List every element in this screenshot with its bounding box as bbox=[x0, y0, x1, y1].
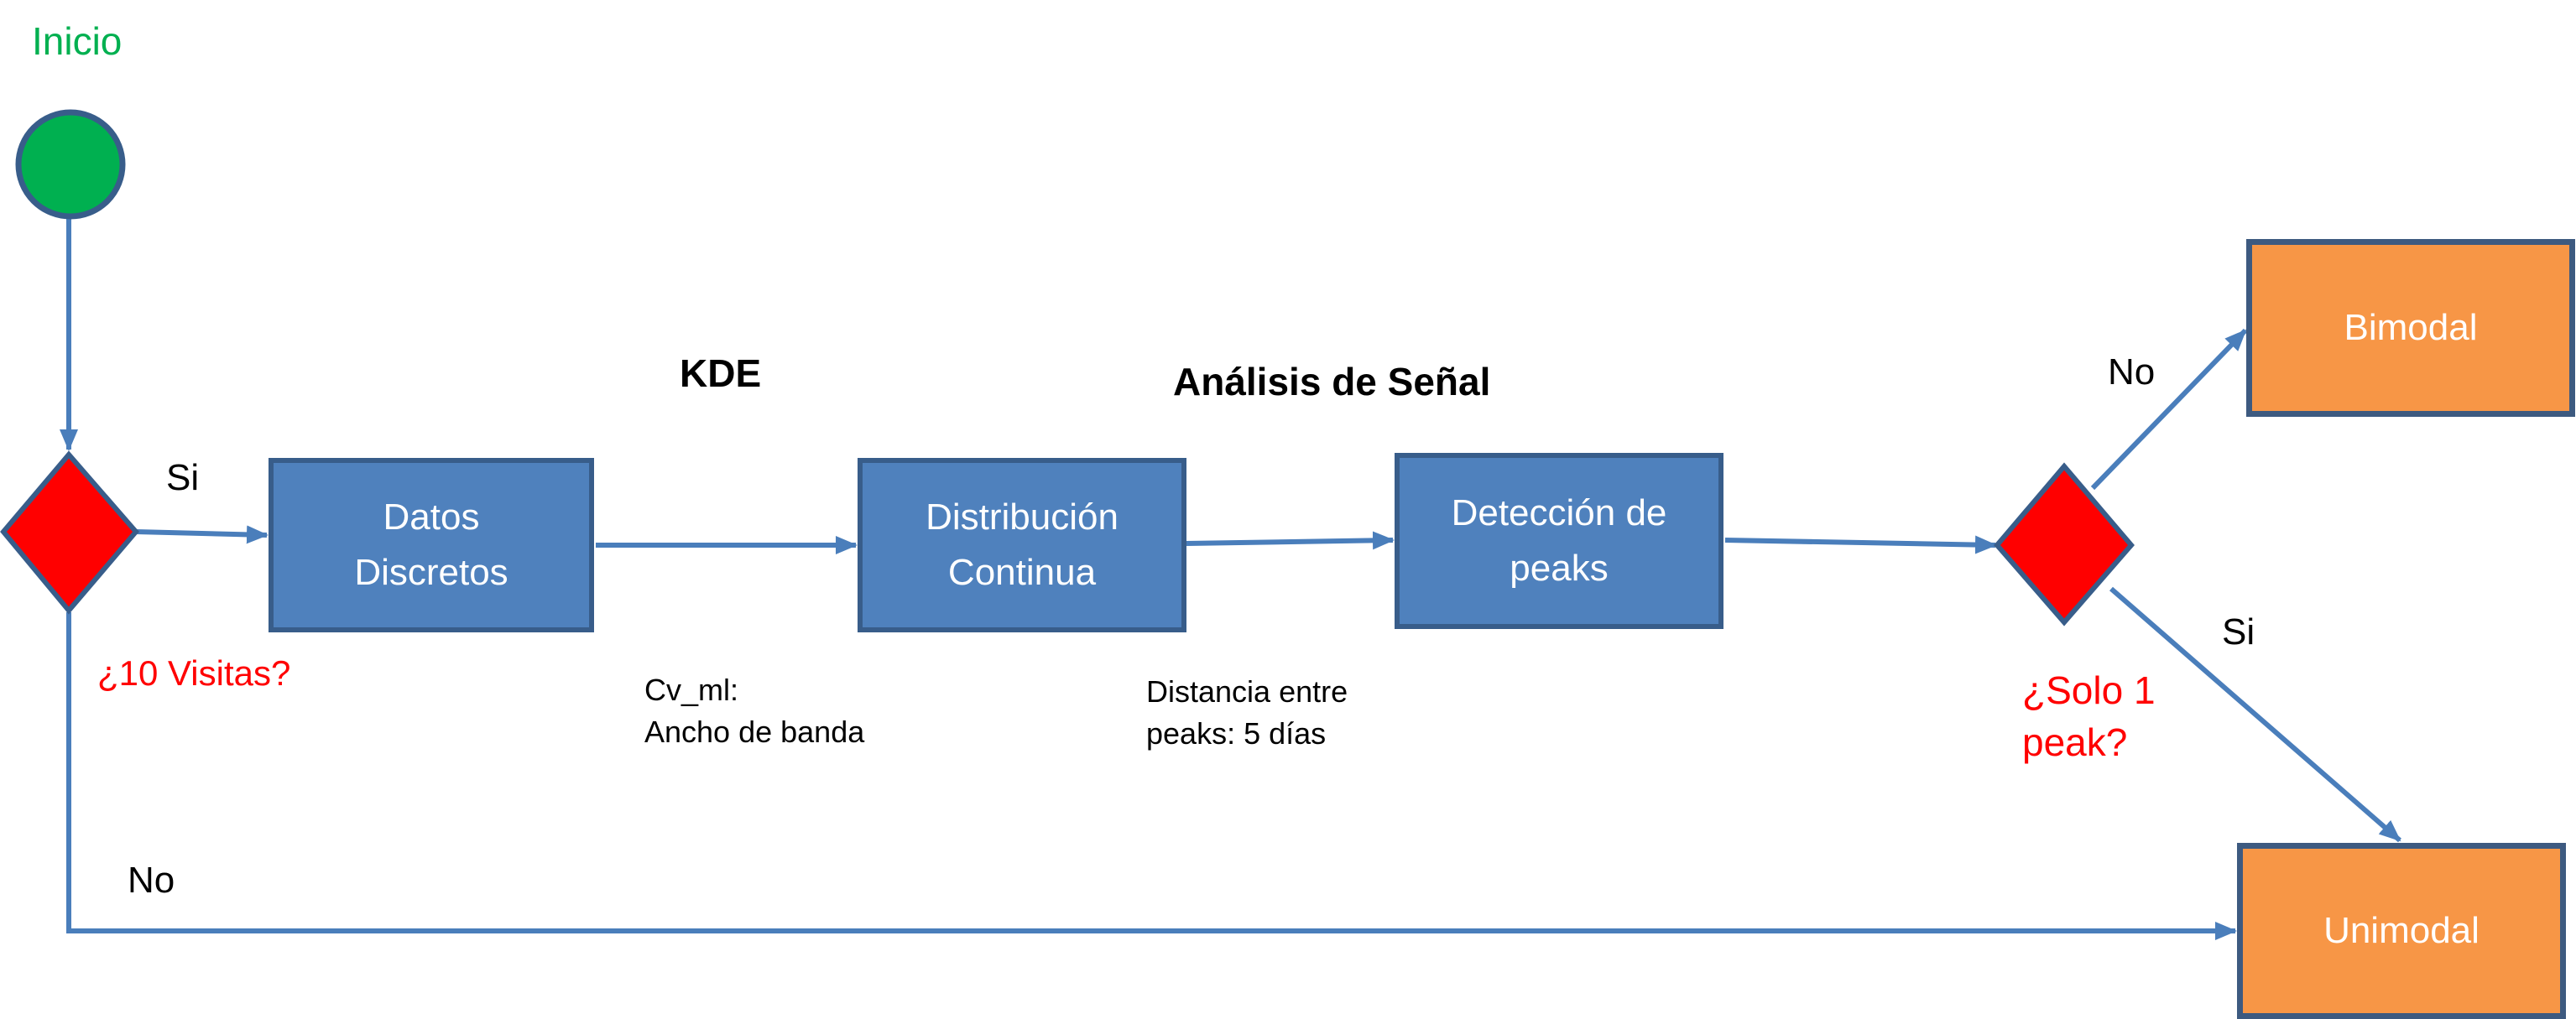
connector-peaks-to-bimodal bbox=[2090, 328, 2248, 491]
connector-distribucion-to-deteccion bbox=[1186, 531, 1395, 550]
peaks-no-label: No bbox=[2108, 351, 2156, 393]
signal-analysis-heading: Análisis de Señal bbox=[1173, 360, 1491, 403]
distribucion-continua-label: Distribución Continua bbox=[926, 497, 1119, 593]
start-node bbox=[15, 109, 126, 220]
bimodal-box: Bimodal bbox=[2246, 239, 2575, 417]
datos-discretos-box: Datos Discretos bbox=[269, 458, 594, 632]
connector-visits-to-datos bbox=[135, 525, 269, 544]
datos-discretos-label: Datos Discretos bbox=[354, 497, 508, 593]
deteccion-peaks-label: Detección de peaks bbox=[1451, 492, 1667, 589]
bandwidth-note: Cv_ml: Ancho de banda bbox=[644, 673, 865, 750]
bimodal-label: Bimodal bbox=[2344, 307, 2478, 348]
kde-heading: KDE bbox=[680, 351, 762, 395]
distribucion-continua-box: Distribución Continua bbox=[858, 458, 1186, 632]
connector-visits-to-unimodal bbox=[66, 612, 2237, 940]
unimodal-label: Unimodal bbox=[2323, 910, 2480, 951]
peak-distance-note: Distancia entre peaks: 5 días bbox=[1146, 674, 1348, 751]
peaks-question: ¿Solo 1 peak? bbox=[2022, 668, 2156, 765]
connector-deteccion-to-peaks bbox=[1724, 535, 1997, 554]
connectors bbox=[60, 216, 2401, 940]
decision-visits-diamond bbox=[0, 450, 139, 615]
connector-peaks-to-unimodal bbox=[2109, 586, 2401, 843]
unimodal-box: Unimodal bbox=[2237, 843, 2566, 1019]
peaks-yes-label: Si bbox=[2222, 611, 2255, 652]
visits-no-label: No bbox=[128, 860, 175, 901]
decision-peaks-diamond bbox=[1994, 462, 2135, 626]
visits-yes-label: Si bbox=[166, 457, 200, 498]
start-label: Inicio bbox=[32, 19, 123, 63]
deteccion-peaks-box: Detección de peaks bbox=[1395, 453, 1723, 629]
visits-question: ¿10 Visitas? bbox=[97, 653, 291, 693]
